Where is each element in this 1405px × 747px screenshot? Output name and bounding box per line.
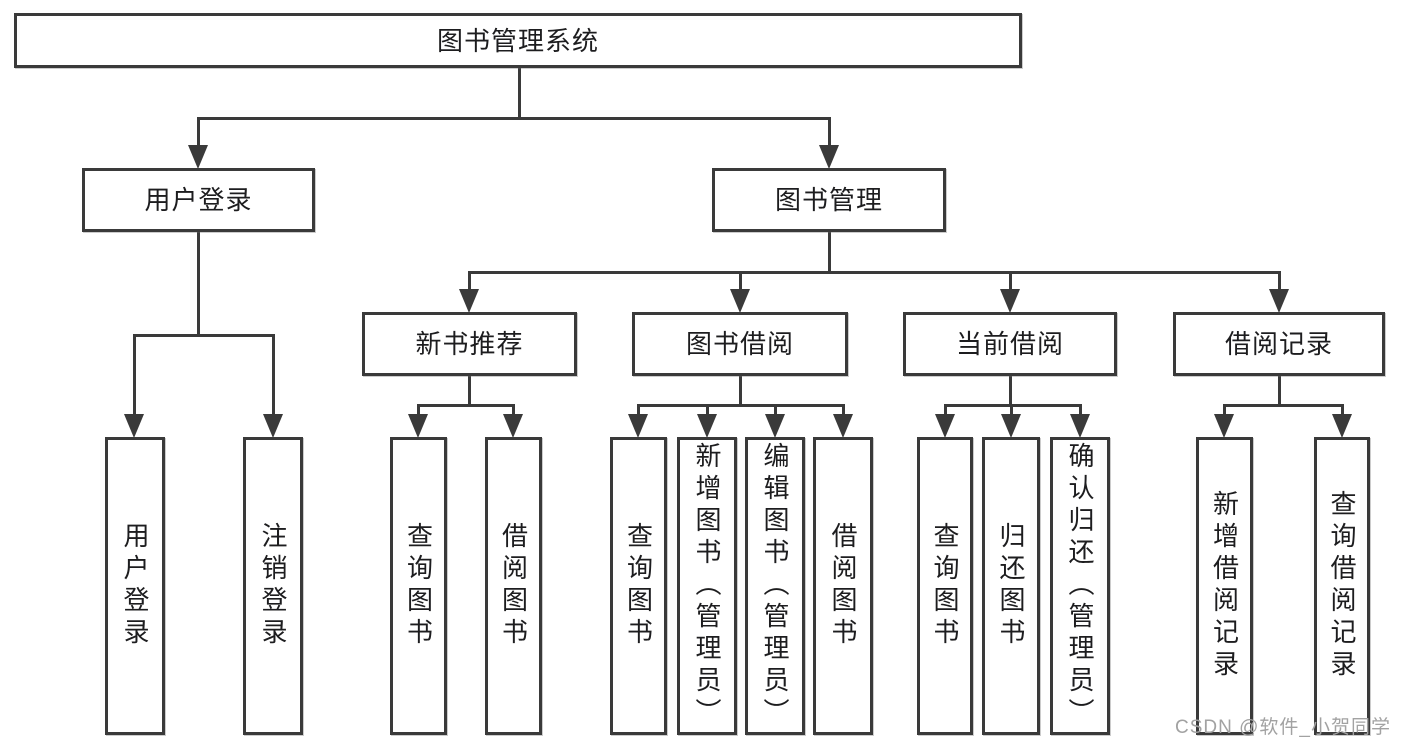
leaf-borrow-books-recommend-label: 借阅图书 xyxy=(498,522,529,650)
connector-borrow-records-trunk-line xyxy=(1277,376,1281,405)
arrow-down-icon xyxy=(819,145,839,169)
leaf-query-books-current: 查询图书 xyxy=(917,437,973,735)
arrow-down-icon xyxy=(1070,414,1090,438)
node-borrow-records-label: 借阅记录 xyxy=(1224,329,1333,359)
arrow-down-icon xyxy=(408,414,428,438)
connector-current-borrow-bar-line xyxy=(943,403,1082,407)
node-current-borrowing: 当前借阅 xyxy=(903,312,1117,376)
leaf-query-borrow-record-label: 查询借阅记录 xyxy=(1327,490,1357,682)
node-current-borrowing-label: 当前借阅 xyxy=(955,329,1064,359)
connector-current-borrow-drop-line xyxy=(1078,405,1082,415)
arrow-down-icon xyxy=(765,414,785,438)
arrow-down-icon xyxy=(628,414,648,438)
leaf-query-borrow-record: 查询借阅记录 xyxy=(1314,437,1370,735)
leaf-logout: 注销登录 xyxy=(243,437,303,735)
leaf-borrow-books: 借阅图书 xyxy=(813,437,873,735)
arrow-down-icon xyxy=(1000,289,1020,313)
connector-current-borrow-drop-line xyxy=(943,405,947,415)
node-new-book-recommend: 新书推荐 xyxy=(362,312,577,376)
node-book-management-label: 图书管理 xyxy=(774,185,883,215)
connector-book-management-bar-line xyxy=(467,270,1281,274)
arrow-down-icon xyxy=(935,414,955,438)
arrow-down-icon xyxy=(833,414,853,438)
arrow-down-icon xyxy=(263,414,283,438)
leaf-query-books-recommend: 查询图书 xyxy=(390,437,447,735)
connector-root-drop-line xyxy=(827,118,831,146)
leaf-confirm-return-admin: 确认归还（管理员） xyxy=(1050,437,1110,735)
arrow-down-icon xyxy=(124,414,144,438)
leaf-user-login-label: 用户登录 xyxy=(120,522,150,650)
leaf-borrow-books-recommend: 借阅图书 xyxy=(485,437,542,735)
connector-book-borrowing-drop-line xyxy=(841,405,845,415)
watermark-csdn: CSDN @软件_小贺同学 xyxy=(1175,717,1391,738)
connector-book-management-drop-line xyxy=(1277,272,1281,290)
connector-book-management-drop-line xyxy=(467,272,471,290)
node-book-borrowing: 图书借阅 xyxy=(632,312,848,376)
connector-root-trunk-line xyxy=(517,68,521,118)
leaf-add-borrow-record: 新增借阅记录 xyxy=(1196,437,1253,735)
node-book-management: 图书管理 xyxy=(712,168,946,232)
arrow-down-icon xyxy=(1001,414,1021,438)
leaf-confirm-return-admin-label: 确认归还（管理员） xyxy=(1065,442,1095,730)
connector-book-borrowing-drop-line xyxy=(636,405,640,415)
leaf-edit-books-admin-label: 编辑图书（管理员） xyxy=(760,442,790,730)
connector-new-book-drop-line xyxy=(416,405,420,415)
arrow-down-icon xyxy=(1332,414,1352,438)
leaf-logout-label: 注销登录 xyxy=(258,522,288,650)
leaf-return-books-label: 归还图书 xyxy=(996,522,1026,650)
connector-book-management-drop-line xyxy=(1008,272,1012,290)
connector-user-login-drop-line xyxy=(271,335,275,415)
leaf-add-borrow-record-label: 新增借阅记录 xyxy=(1209,490,1240,682)
leaf-query-books-current-label: 查询图书 xyxy=(930,522,960,650)
leaf-query-books-borrow: 查询图书 xyxy=(610,437,667,735)
connector-new-book-trunk-line xyxy=(467,376,471,405)
leaf-borrow-books-label: 借阅图书 xyxy=(828,522,858,650)
arrow-down-icon xyxy=(730,289,750,313)
node-library-system-label: 图书管理系统 xyxy=(436,25,599,56)
leaf-query-books-borrow-label: 查询图书 xyxy=(623,522,654,650)
leaf-return-books: 归还图书 xyxy=(982,437,1040,735)
arrow-down-icon xyxy=(503,414,523,438)
connector-book-management-drop-line xyxy=(738,272,742,290)
connector-borrow-records-bar-line xyxy=(1222,403,1344,407)
leaf-add-books-admin-label: 新增图书（管理员） xyxy=(692,442,722,730)
connector-new-book-drop-line xyxy=(511,405,515,415)
arrow-down-icon xyxy=(459,289,479,313)
arrow-down-icon xyxy=(1214,414,1234,438)
connector-new-book-bar-line xyxy=(416,403,515,407)
arrow-down-icon xyxy=(188,145,208,169)
connector-borrow-records-drop-line xyxy=(1340,405,1344,415)
connector-book-borrowing-drop-line xyxy=(773,405,777,415)
arrow-down-icon xyxy=(1269,289,1289,313)
node-book-borrowing-label: 图书借阅 xyxy=(685,329,794,359)
connector-root-bar-line xyxy=(196,116,831,120)
node-library-system: 图书管理系统 xyxy=(14,13,1022,68)
connector-book-borrowing-bar-line xyxy=(636,403,845,407)
node-user-login-label: 用户登录 xyxy=(144,185,253,215)
connector-book-borrowing-drop-line xyxy=(705,405,709,415)
node-borrow-records: 借阅记录 xyxy=(1173,312,1385,376)
connector-user-login-bar-line xyxy=(132,333,275,337)
connector-current-borrow-trunk-line xyxy=(1008,376,1012,405)
connector-current-borrow-drop-line xyxy=(1009,405,1013,415)
node-new-book-recommend-label: 新书推荐 xyxy=(415,329,524,359)
leaf-query-books-recommend-label: 查询图书 xyxy=(403,522,434,650)
leaf-edit-books-admin: 编辑图书（管理员） xyxy=(745,437,805,735)
connector-book-management-trunk-line xyxy=(827,232,831,272)
connector-borrow-records-drop-line xyxy=(1222,405,1226,415)
connector-user-login-trunk-line xyxy=(196,232,200,335)
connector-book-borrowing-trunk-line xyxy=(738,376,742,405)
leaf-user-login: 用户登录 xyxy=(105,437,165,735)
arrow-down-icon xyxy=(697,414,717,438)
connector-user-login-drop-line xyxy=(132,335,136,415)
node-user-login: 用户登录 xyxy=(82,168,315,232)
connector-root-drop-line xyxy=(196,118,200,146)
leaf-add-books-admin: 新增图书（管理员） xyxy=(677,437,737,735)
